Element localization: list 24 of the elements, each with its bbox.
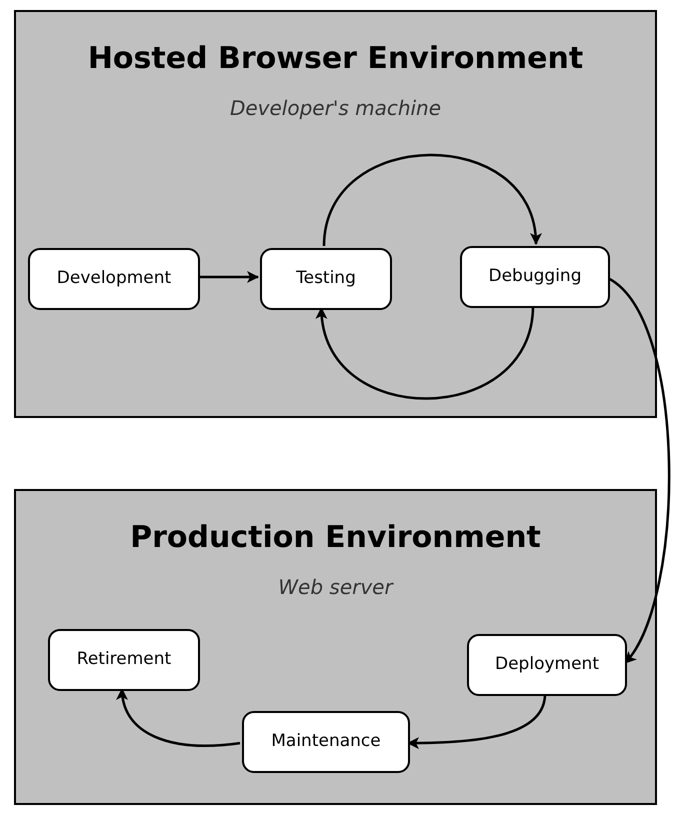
process-box: [467, 634, 627, 696]
process-box: [460, 246, 610, 308]
process-box: [48, 629, 200, 691]
panel-subtitle: Web server: [278, 574, 393, 601]
panel-title: Production Environment: [130, 519, 541, 557]
arrow: [322, 154, 540, 246]
arrow: [607, 277, 670, 664]
process-label: Retirement: [76, 648, 172, 672]
panel-title: Hosted Browser Environment: [88, 40, 584, 78]
environment-panel: [14, 10, 657, 418]
arrow: [407, 694, 546, 750]
process-box: [242, 711, 410, 773]
process-label: Testing: [296, 267, 356, 290]
panel-subtitle: Developer's machine: [230, 95, 442, 122]
process-label: Deployment: [495, 653, 599, 676]
arrow: [198, 271, 259, 283]
arrow: [317, 306, 534, 400]
process-label: Debugging: [488, 265, 582, 288]
arrow: [117, 688, 240, 747]
process-label: Maintenance: [271, 730, 381, 754]
process-box: [260, 248, 392, 310]
environment-panel: [14, 489, 657, 805]
process-label: Development: [56, 267, 172, 290]
process-box: [28, 248, 200, 310]
